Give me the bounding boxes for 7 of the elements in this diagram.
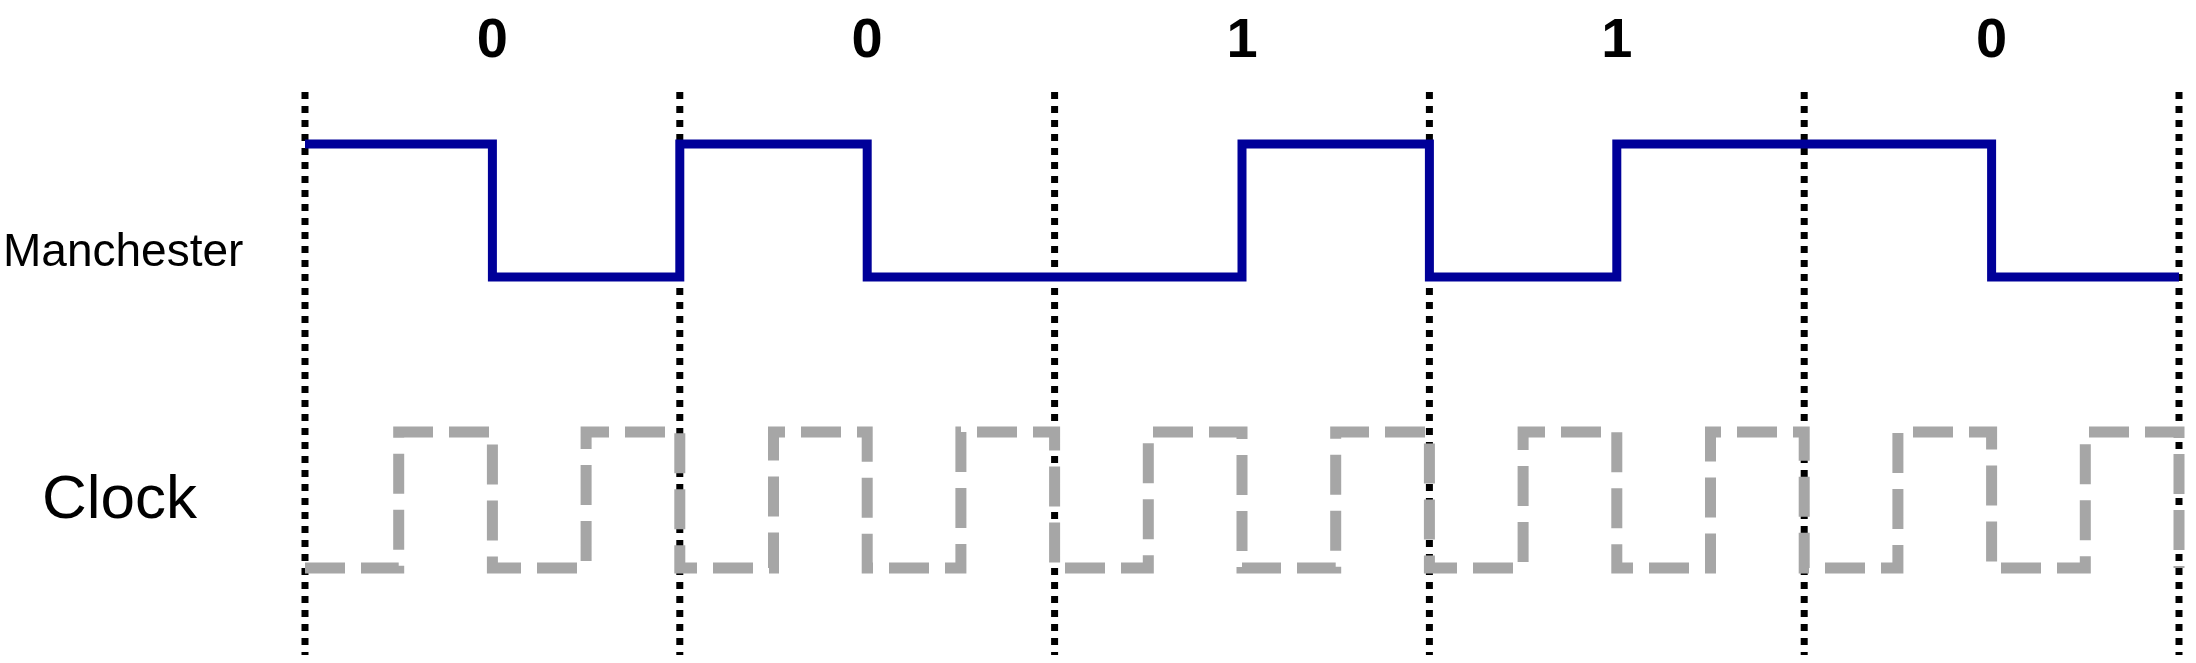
bit-value: 1 (1226, 10, 1258, 66)
signal-name: Clock (42, 466, 198, 528)
bit-value: 0 (851, 10, 883, 66)
signal-name: Manchester (3, 227, 244, 273)
bit-value: 1 (1601, 10, 1633, 66)
bit-value: 0 (476, 10, 508, 66)
bit-value: 0 (1976, 10, 2008, 66)
